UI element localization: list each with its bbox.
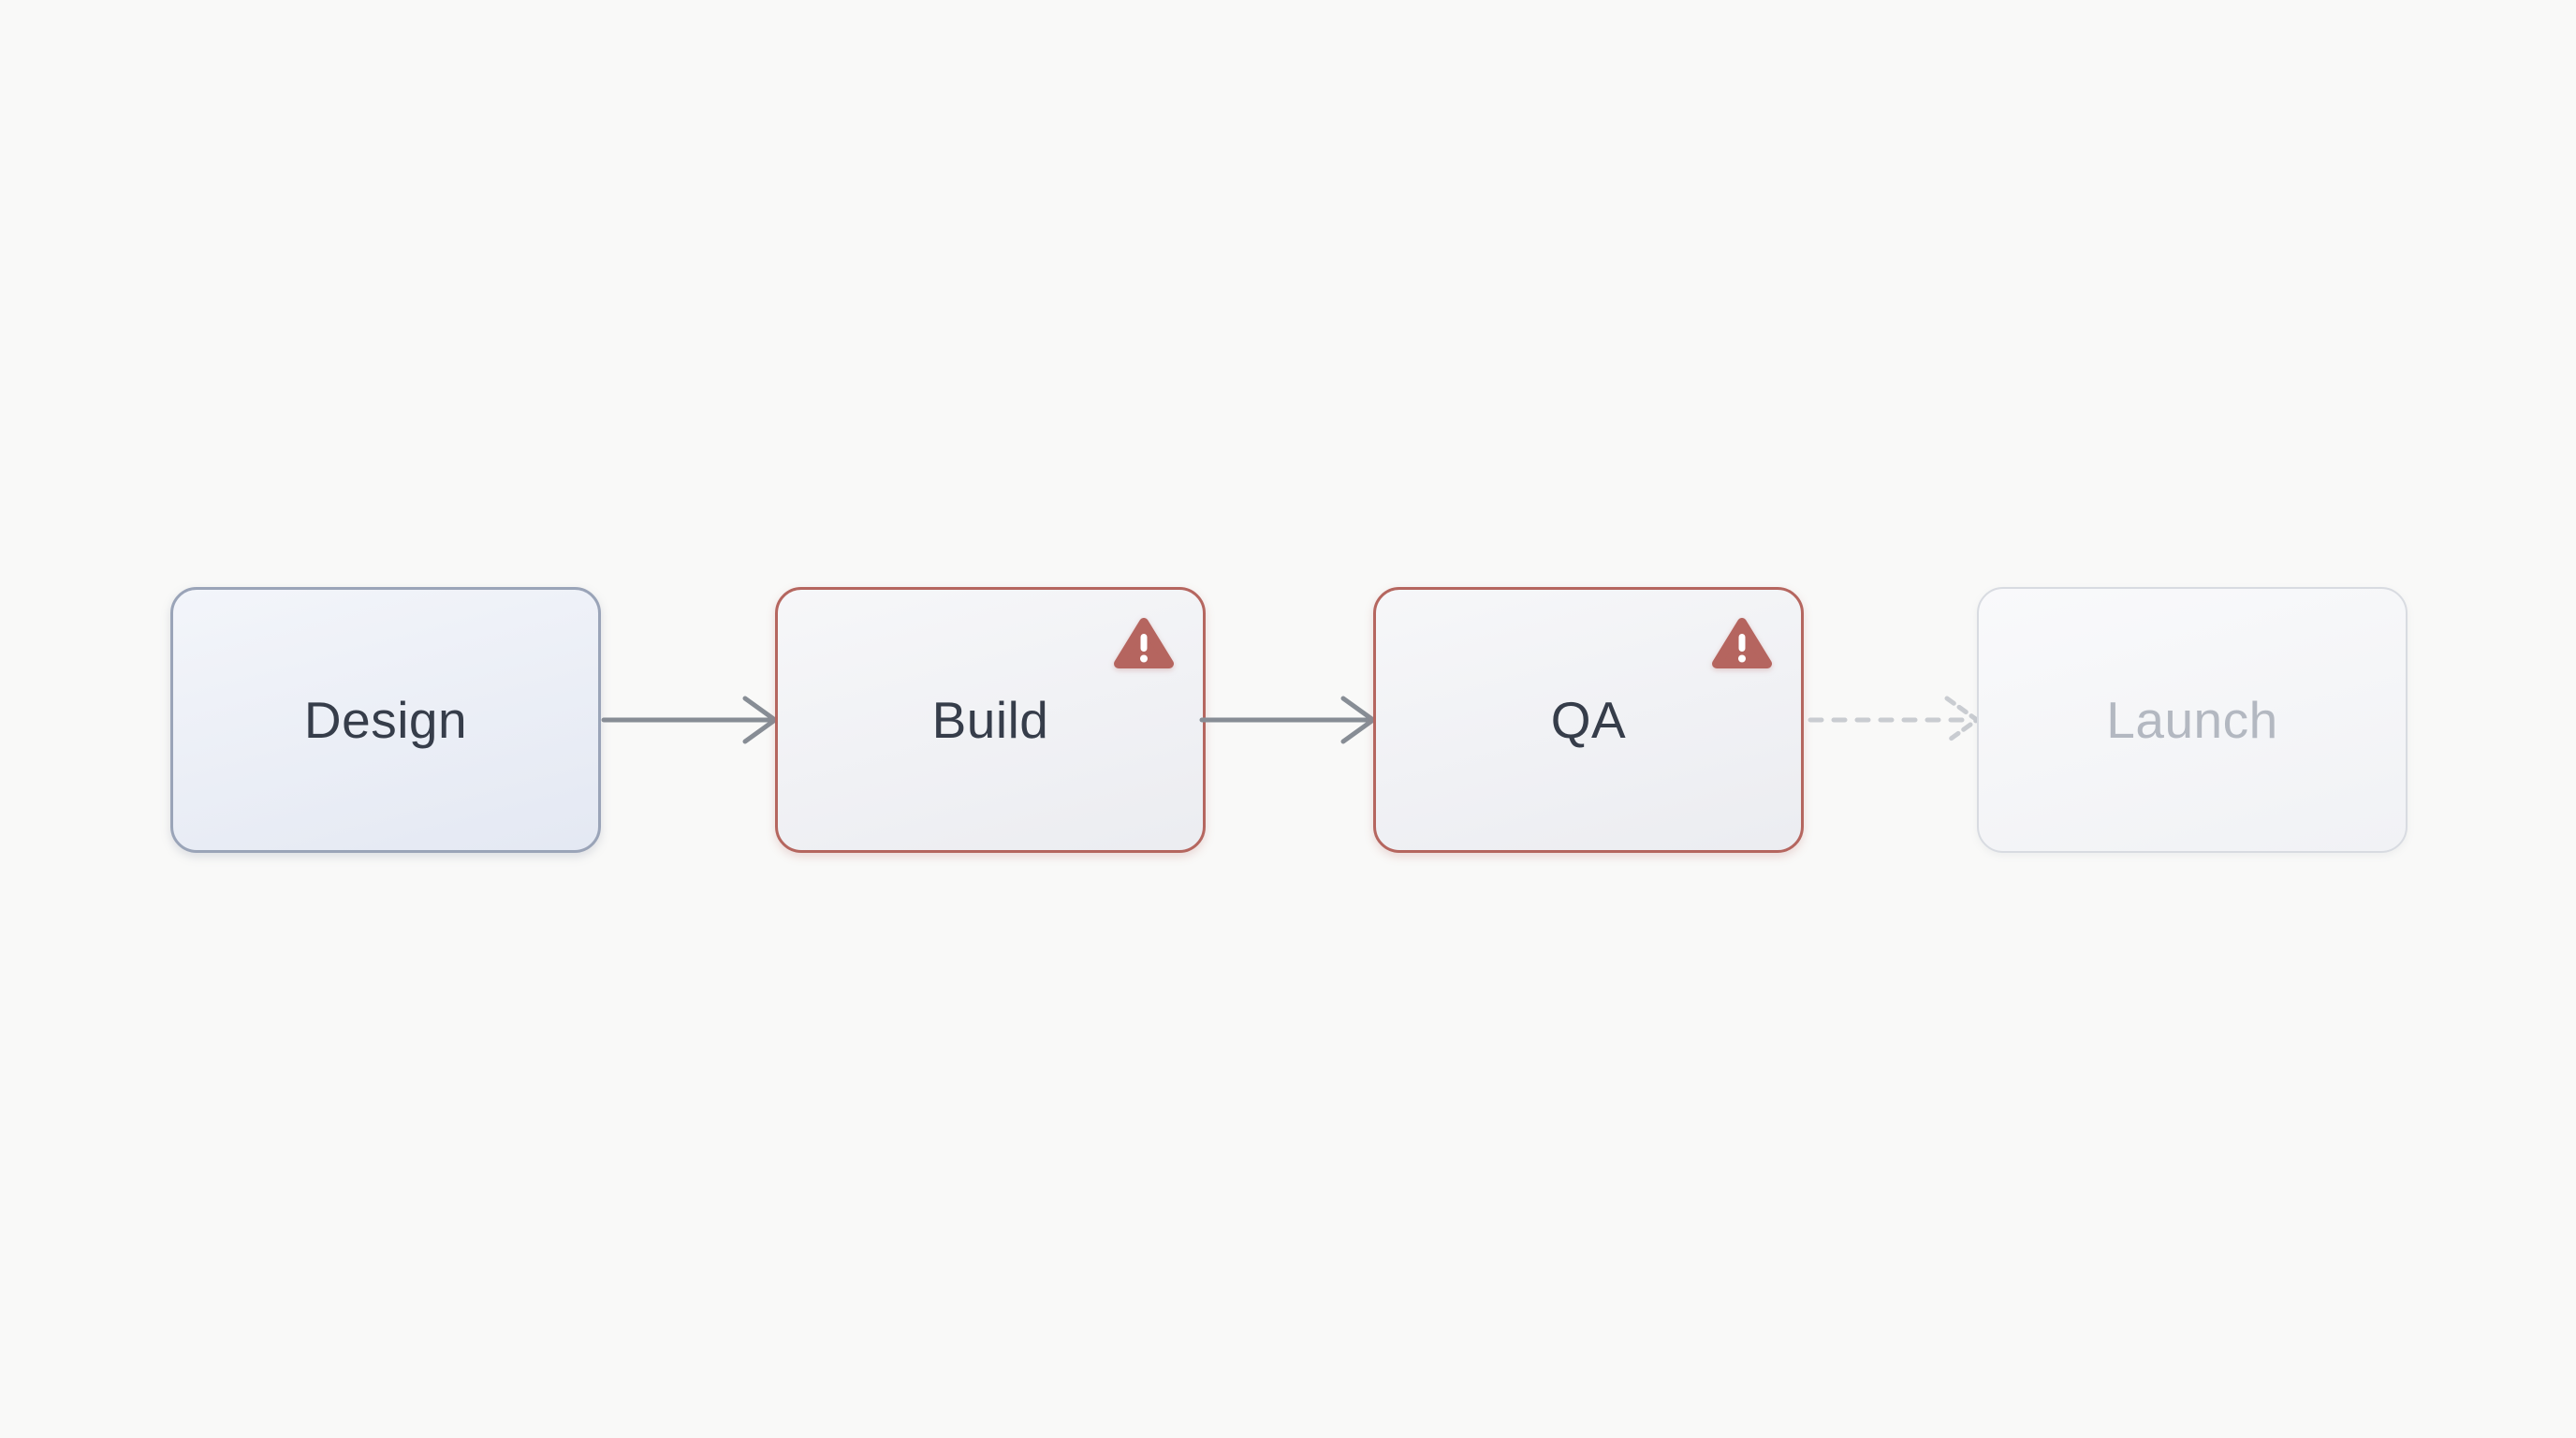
node-design[interactable]: Design — [170, 587, 601, 853]
node-qa[interactable]: QA — [1373, 587, 1804, 853]
node-label: Design — [303, 691, 468, 749]
warning-icon — [1114, 618, 1174, 668]
node-label: Build — [931, 691, 1049, 749]
node-launch[interactable]: Launch — [1977, 587, 2408, 853]
node-label: Launch — [2106, 691, 2278, 749]
node-label: QA — [1550, 691, 1627, 749]
connector-qa-launch — [1808, 696, 1980, 744]
warning-icon — [1712, 618, 1772, 668]
node-build[interactable]: Build — [775, 587, 1206, 853]
connector-design-build — [601, 696, 778, 744]
connector-build-qa — [1199, 696, 1376, 744]
